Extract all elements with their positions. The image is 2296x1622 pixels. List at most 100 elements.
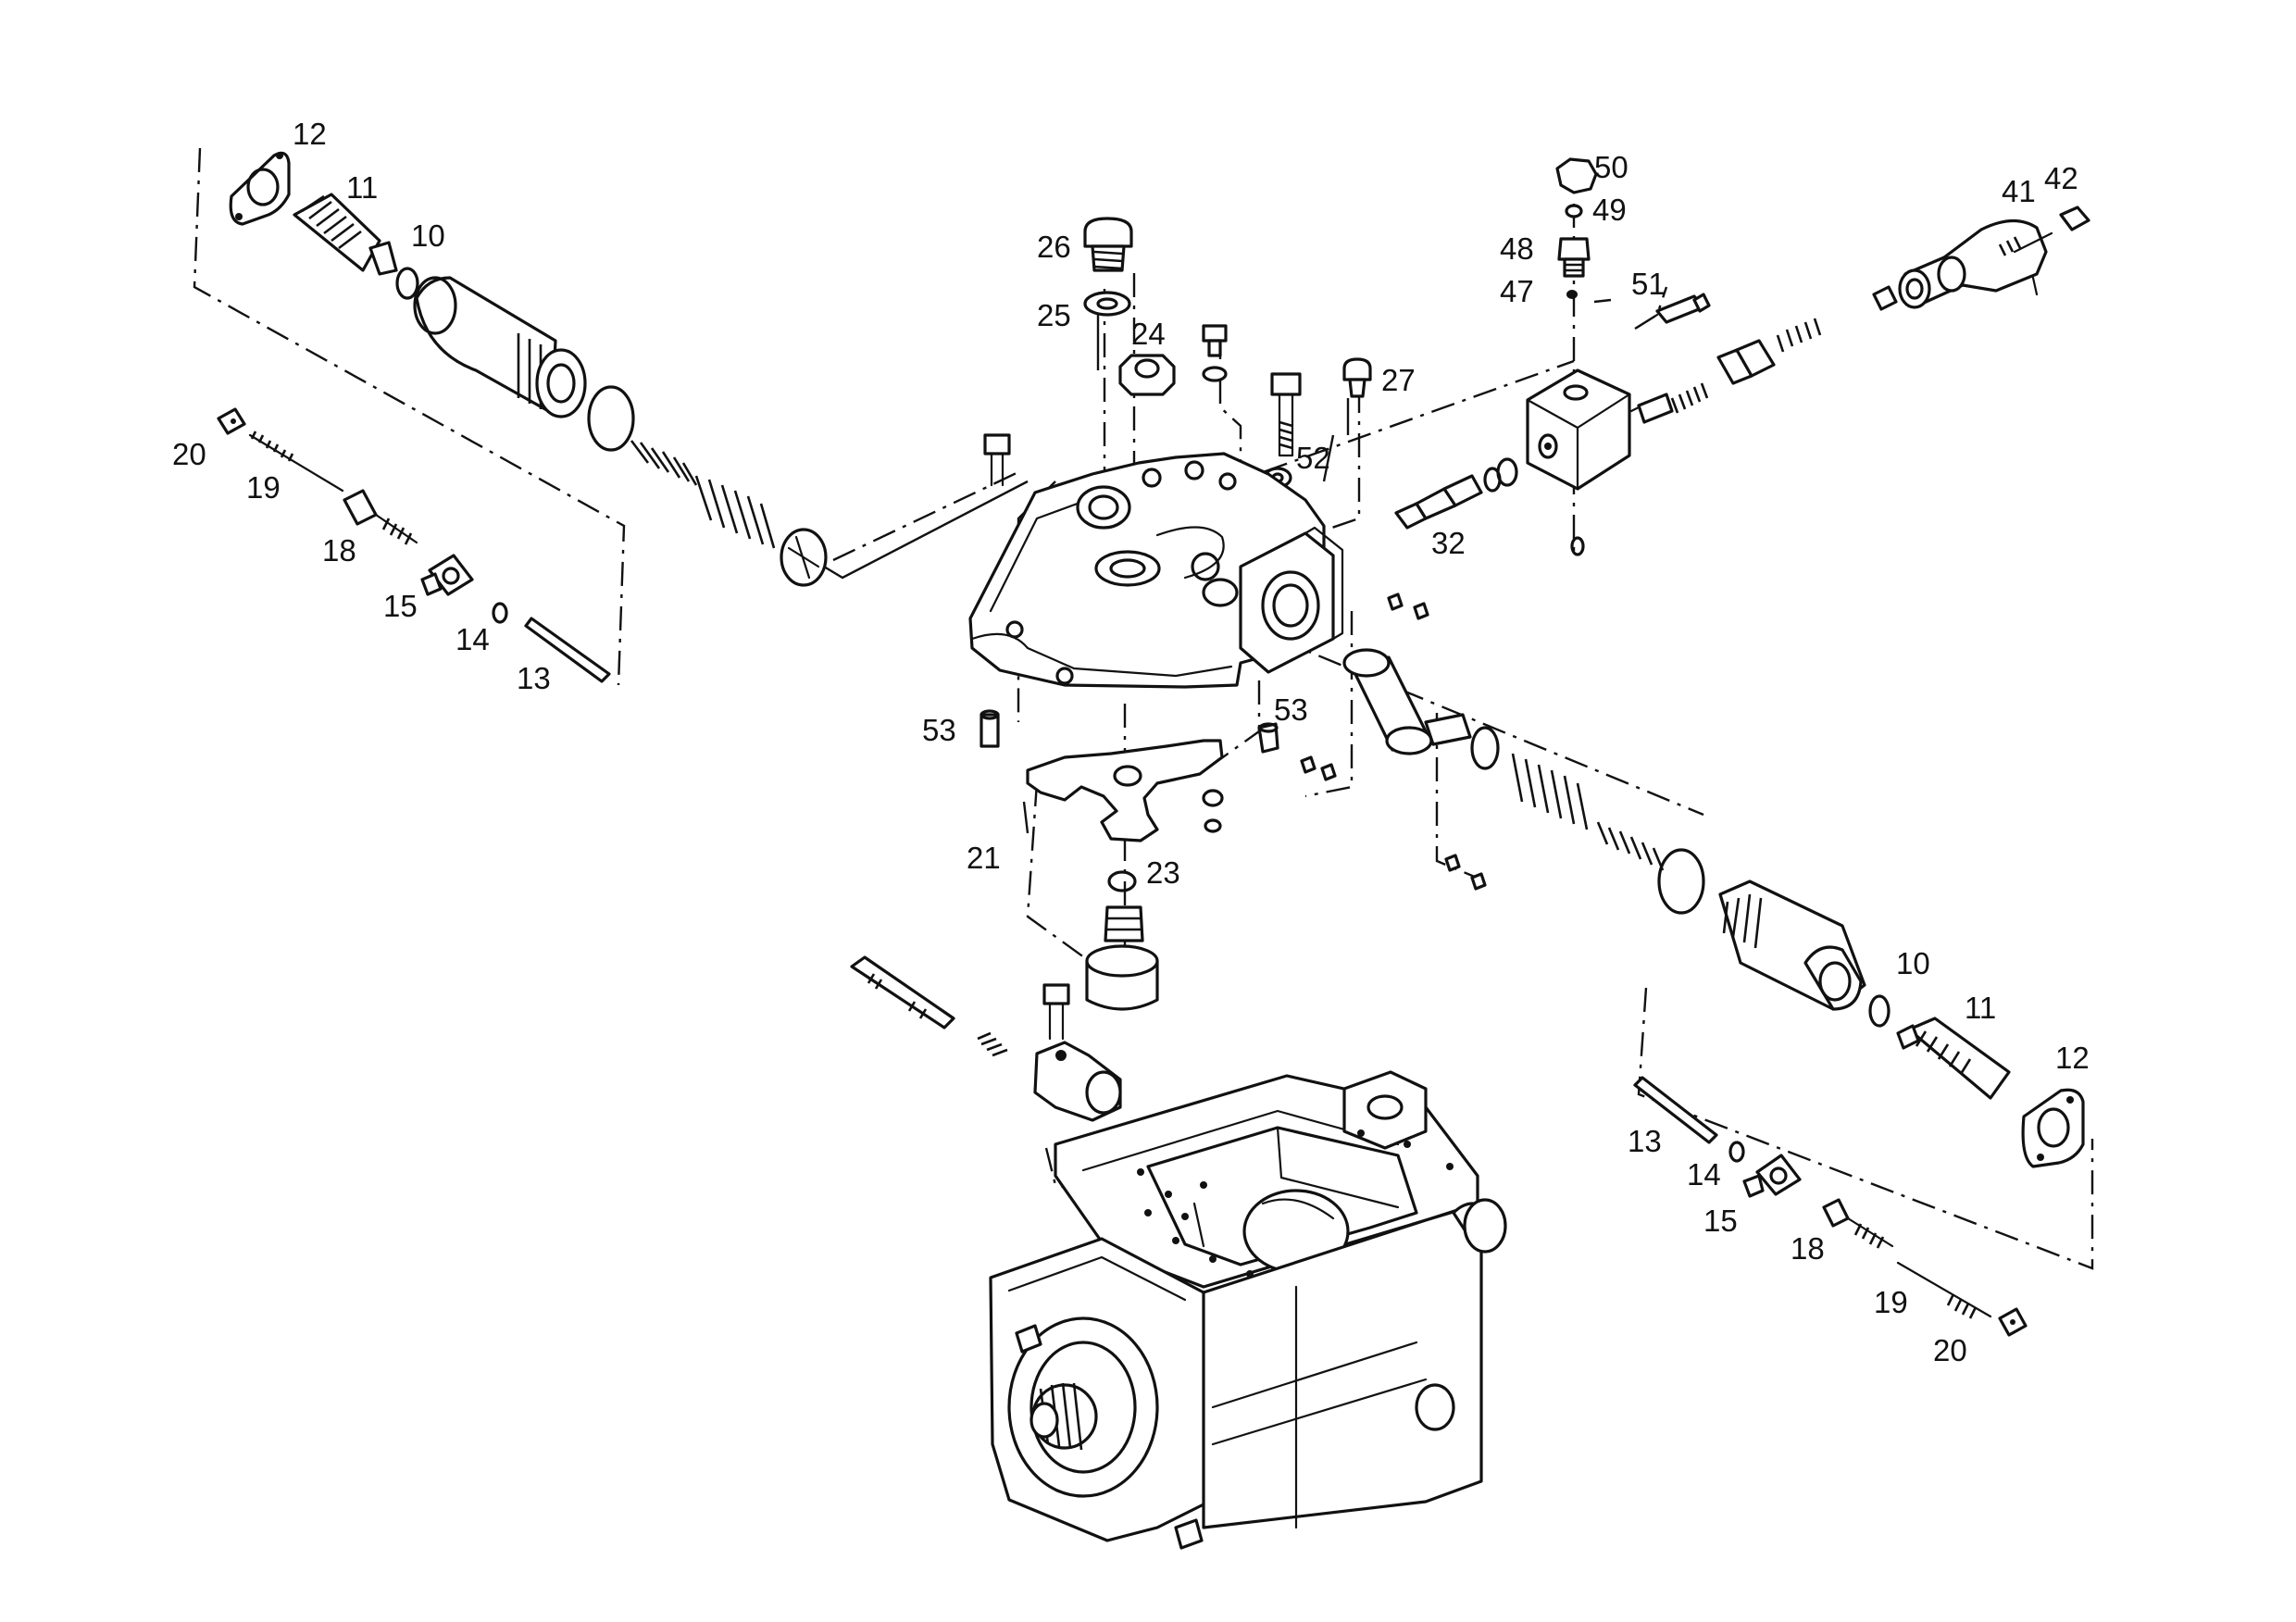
left-pin-group — [217, 407, 611, 683]
callout-10-left: 10 — [411, 218, 445, 253]
pump-housing — [989, 1070, 1507, 1550]
callout-50: 50 — [1594, 150, 1628, 184]
nut-50 — [1555, 157, 1598, 194]
oring-10-right — [1868, 994, 1890, 1028]
spring-lower-left — [977, 1031, 1008, 1057]
cover-body — [968, 452, 1344, 689]
clamp-lower — [1033, 1041, 1122, 1122]
plug-block-bottom — [1570, 536, 1585, 556]
callout-27: 27 — [1381, 363, 1416, 397]
seal-center-a — [1204, 818, 1222, 833]
callout-20-left: 20 — [172, 437, 206, 471]
valve-housing-left — [413, 276, 587, 418]
cap-20-left — [217, 407, 246, 435]
washer-49 — [1565, 204, 1583, 218]
plug-right-a — [1872, 285, 1898, 311]
right-upper-parts — [1526, 157, 2090, 556]
oring-23 — [1107, 870, 1137, 892]
right-pin-group — [1633, 1076, 2028, 1337]
nipple-15-right — [1742, 1154, 1802, 1198]
callout-48: 48 — [1500, 231, 1534, 266]
callout-24: 24 — [1131, 317, 1166, 351]
fitting-48 — [1557, 237, 1591, 278]
adjuster-11-right — [1896, 1017, 2011, 1100]
seal-47 — [1566, 290, 1578, 299]
screw-18-right — [1822, 1198, 1894, 1249]
callout-13-left: 13 — [517, 661, 551, 695]
nut-24 — [1118, 354, 1176, 396]
axis-lower-right — [1277, 637, 1704, 817]
callout-13-right: 13 — [1628, 1124, 1662, 1158]
oring-left-large — [587, 385, 635, 452]
flange-12-right — [2021, 1088, 2085, 1168]
oring-14-left — [492, 602, 508, 624]
right-spool-32 — [1394, 457, 1518, 530]
callout-25: 25 — [1037, 298, 1071, 332]
callout-15-left: 15 — [383, 589, 418, 623]
washer-25 — [1083, 291, 1131, 317]
spool-right-a — [1716, 339, 1776, 385]
callout-14-left: 14 — [455, 622, 490, 656]
callout-32: 32 — [1431, 526, 1466, 560]
pin-13-left — [524, 617, 611, 683]
leader-lines — [1022, 298, 1612, 834]
callout-15-right: 15 — [1703, 1204, 1738, 1238]
adjuster-41 — [1898, 218, 2053, 309]
axis-21-link — [1026, 781, 1112, 978]
flange-12-left — [229, 151, 291, 226]
callout-51: 51 — [1631, 267, 1666, 301]
spring-left-large — [694, 475, 776, 549]
oring-10-left — [395, 267, 419, 300]
right-group-frame — [1637, 987, 2094, 1270]
right-valve-group — [1342, 648, 2085, 1168]
washer-right — [1470, 726, 1500, 770]
callout-18-right: 18 — [1791, 1231, 1825, 1266]
pin-13-right — [1633, 1076, 1718, 1144]
nipple-15-left — [420, 554, 474, 596]
plugs-center-right — [1300, 593, 1487, 891]
axis-plugs-2 — [1435, 713, 1482, 881]
callout-10-right: 10 — [1896, 946, 1930, 980]
callout-12-right: 12 — [2055, 1041, 2090, 1075]
callout-labels: 12 11 10 20 19 18 15 14 13 26 25 24 27 5… — [172, 117, 2090, 1367]
bolt-51 — [1635, 293, 1711, 330]
callout-53-left: 53 — [922, 713, 956, 747]
valve-housing-right — [1718, 880, 1866, 1011]
callout-18-left: 18 — [322, 533, 356, 568]
callout-26: 26 — [1037, 230, 1071, 264]
callout-19-right: 19 — [1874, 1285, 1908, 1319]
center-top-parts — [983, 217, 1372, 489]
callout-52: 52 — [1296, 441, 1330, 475]
plug-26 — [1083, 217, 1133, 272]
plug-27 — [1342, 357, 1372, 398]
left-valve-group — [229, 151, 1029, 587]
callout-23: 23 — [1146, 855, 1180, 890]
callout-47: 47 — [1500, 274, 1534, 308]
piston-right — [1342, 648, 1472, 755]
oring-14-right — [1728, 1141, 1745, 1163]
callout-42: 42 — [2044, 161, 2078, 195]
spring-right-small — [1596, 821, 1665, 871]
callout-19-left: 19 — [246, 470, 281, 505]
dowel-53-right — [1257, 722, 1279, 754]
callout-21: 21 — [967, 841, 1001, 875]
oring-right-large — [1657, 848, 1705, 915]
callout-11-right: 11 — [1965, 991, 1996, 1025]
pin-lower-left — [850, 955, 955, 1029]
lever-21 — [1026, 739, 1224, 842]
callout-53-right: 53 — [1274, 692, 1308, 727]
rod-19-left — [248, 430, 344, 493]
callout-41: 41 — [2002, 174, 2036, 208]
callout-49: 49 — [1592, 193, 1627, 227]
bolt-left-center — [983, 433, 1011, 487]
spring-right-a — [1776, 318, 1822, 353]
spring-left-small — [630, 440, 698, 486]
left-group-leader — [823, 480, 1029, 580]
fitting-right-block — [1629, 382, 1709, 424]
seat-disc-left — [780, 528, 828, 587]
bolt-lower-center — [1042, 983, 1070, 1041]
adjuster-11-left — [293, 193, 398, 276]
axis-upper-left — [832, 470, 1019, 562]
